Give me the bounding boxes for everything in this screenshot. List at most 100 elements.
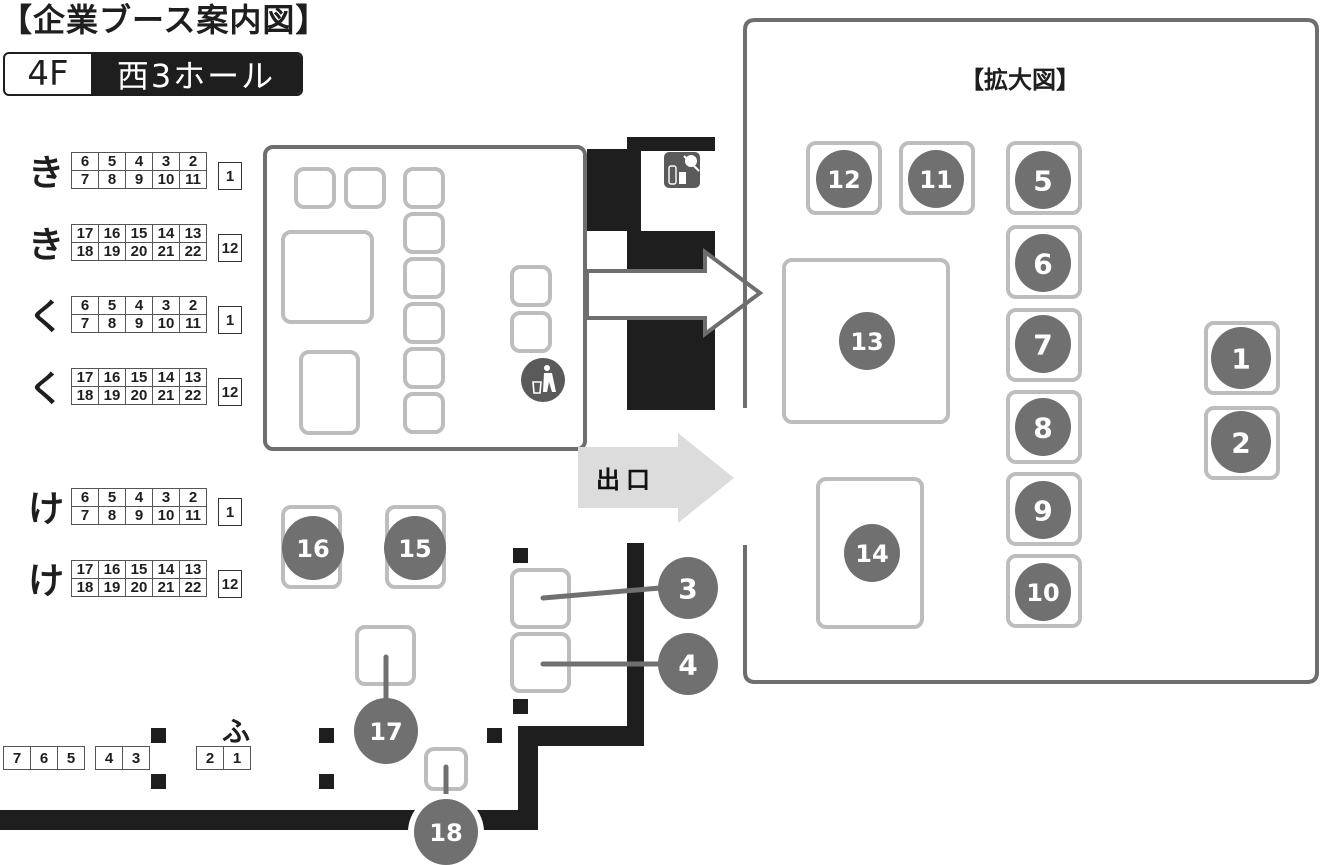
booth-cell-side[interactable]: 12 (218, 378, 242, 406)
row-label: き (27, 153, 64, 194)
zoom-arrow (585, 248, 764, 338)
booth-cell[interactable]: 7 (71, 506, 99, 525)
trash-icon (521, 358, 565, 402)
booth-cell[interactable]: 2 (196, 746, 224, 770)
walls (0, 137, 715, 830)
booth-marker-1[interactable]: 1 (1211, 327, 1271, 389)
svg-text:7: 7 (1033, 329, 1052, 362)
booth-cell[interactable]: 9 (125, 506, 153, 525)
svg-text:5: 5 (1033, 165, 1052, 198)
booth-marker-4[interactable]: 4 (658, 633, 718, 695)
row-label-fu: ふ (222, 715, 251, 748)
booth-marker-5[interactable]: 5 (1015, 151, 1071, 209)
booth-cell[interactable]: 19 (98, 578, 126, 597)
row-label: く (27, 297, 64, 338)
booth-cell-side[interactable]: 1 (218, 162, 242, 190)
booth-cell[interactable]: 11 (179, 314, 207, 333)
booth-cell[interactable]: 13 (179, 560, 207, 579)
svg-text:10: 10 (1026, 579, 1059, 607)
booth-cell-side[interactable]: 12 (218, 570, 242, 598)
booth-cell[interactable]: 20 (125, 242, 153, 261)
booth-cell[interactable]: 13 (179, 368, 207, 387)
exit-arrow (578, 433, 734, 523)
svg-text:18: 18 (429, 819, 462, 847)
booth-cell-side[interactable]: 12 (218, 234, 242, 262)
svg-text:14: 14 (855, 540, 888, 568)
booth-cell[interactable]: 13 (179, 224, 207, 243)
exit-label: 出口 (596, 466, 656, 494)
floor-level: 4F (27, 54, 69, 94)
booth-cell[interactable]: 19 (98, 242, 126, 261)
booth-cell[interactable]: 16 (98, 560, 126, 579)
row-label: く (27, 369, 64, 410)
booth-marker-8[interactable]: 8 (1015, 398, 1071, 456)
booth-cell[interactable]: 22 (179, 386, 207, 405)
svg-text:6: 6 (1033, 248, 1052, 281)
booth-cell[interactable]: 5 (57, 746, 85, 770)
booth-cell[interactable]: 17 (71, 560, 99, 579)
booth-cell[interactable]: 22 (179, 242, 207, 261)
floor-badge: 4F 西3ホール (3, 52, 303, 96)
row-label: け (27, 489, 64, 530)
hall-name: 西3ホール (91, 54, 301, 94)
svg-text:17: 17 (369, 718, 402, 746)
booth-marker-11[interactable]: 11 (908, 150, 964, 208)
booth-cell-side[interactable]: 1 (218, 306, 242, 334)
booth-marker-17[interactable]: 17 (354, 698, 418, 764)
svg-text:4: 4 (678, 649, 697, 682)
booth-marker-2[interactable]: 2 (1211, 411, 1271, 473)
booth-marker-16[interactable]: 16 (282, 516, 344, 580)
svg-text:15: 15 (398, 535, 431, 563)
booth-cell[interactable]: 22 (179, 578, 207, 597)
booth-marker-15[interactable]: 15 (384, 516, 446, 580)
booth-cell[interactable]: 4 (95, 746, 123, 770)
booth-cell[interactable]: 1 (223, 746, 251, 770)
svg-text:16: 16 (296, 535, 329, 563)
booth-cell[interactable]: 11 (179, 170, 207, 189)
svg-text:8: 8 (1033, 412, 1052, 445)
booth-marker-18[interactable]: 18 (408, 794, 484, 865)
svg-text:1: 1 (1231, 343, 1250, 376)
svg-text:3: 3 (678, 573, 697, 606)
svg-text:9: 9 (1033, 495, 1052, 528)
svg-text:13: 13 (850, 328, 883, 356)
booth-marker-6[interactable]: 6 (1015, 234, 1071, 292)
zoom-booths (782, 141, 1280, 629)
row-label: け (27, 561, 64, 602)
booth-marker-9[interactable]: 9 (1015, 481, 1071, 539)
booth-cell[interactable]: 10 (152, 170, 180, 189)
booth-cell[interactable]: 3 (122, 746, 150, 770)
booth-marker-12[interactable]: 12 (816, 150, 872, 208)
booth-cell[interactable]: 11 (179, 506, 207, 525)
booth-marker-14[interactable]: 14 (844, 524, 900, 582)
booth-marker-10[interactable]: 10 (1015, 563, 1071, 621)
booth-cell[interactable]: 7 (3, 746, 31, 770)
overview-booths (281, 167, 552, 435)
booth-marker-3[interactable]: 3 (658, 557, 718, 619)
page-title: 【企業ブース案内図】 (0, 1, 329, 39)
booth-cell[interactable]: 19 (98, 386, 126, 405)
booth-marker-13[interactable]: 13 (839, 312, 895, 370)
booth-cell[interactable]: 8 (98, 170, 126, 189)
zoom-title: 【拡大図】 (960, 66, 1080, 94)
row-label: き (27, 225, 64, 266)
booth-marker-7[interactable]: 7 (1015, 315, 1071, 373)
booth-cell[interactable]: 20 (125, 578, 153, 597)
zoom-area (743, 18, 1319, 684)
booth-cell[interactable]: 10 (152, 314, 180, 333)
vending-machine-icon (664, 152, 700, 188)
booth-cell[interactable]: 6 (30, 746, 58, 770)
booth-cell[interactable]: 9 (125, 314, 153, 333)
booth-cell[interactable]: 21 (152, 578, 180, 597)
booth-cell-side[interactable]: 1 (218, 498, 242, 526)
